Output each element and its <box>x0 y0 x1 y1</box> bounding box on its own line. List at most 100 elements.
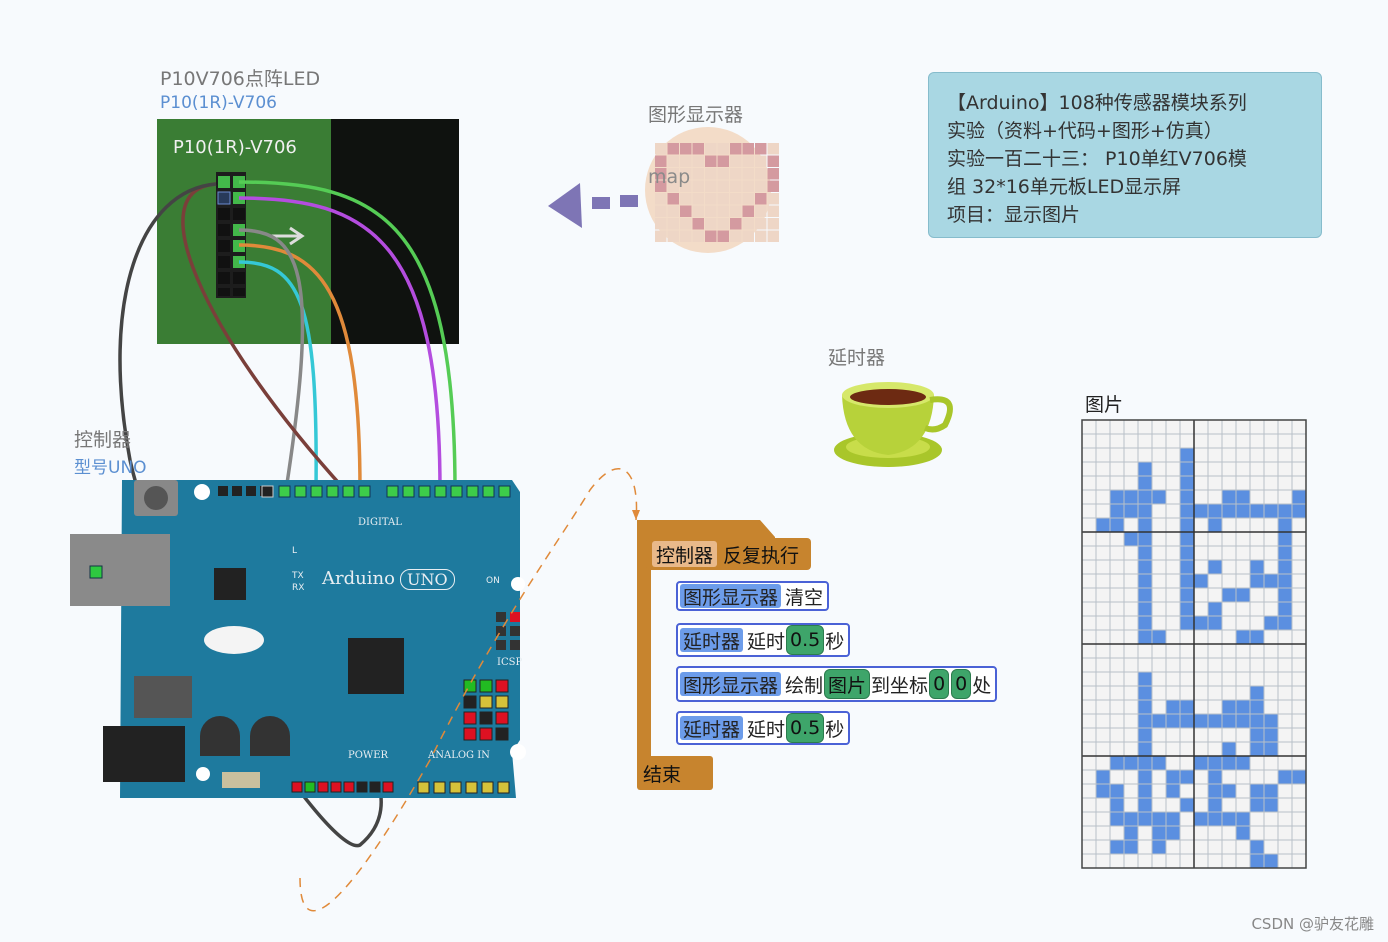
picture-pixel <box>1095 811 1111 827</box>
delay-unit: 秒 <box>825 630 845 653</box>
picture-pixel <box>1277 489 1293 505</box>
picture-pixel <box>1109 797 1125 813</box>
teacup-icon[interactable] <box>834 382 953 467</box>
picture-pixel <box>1123 419 1139 435</box>
picture-pixel <box>1109 811 1125 827</box>
delay-block-1[interactable]: 延时器 延时 0.5 秒 <box>676 623 851 657</box>
picture-pixel <box>1165 433 1181 449</box>
picture-pixel <box>1277 797 1293 813</box>
picture-pixel <box>1263 517 1279 533</box>
picture-pixel <box>1193 419 1209 435</box>
header-pin <box>326 485 339 498</box>
picture-pixel <box>1263 503 1279 519</box>
picture-pixel <box>1221 461 1237 477</box>
picture-pixel <box>1263 797 1279 813</box>
draw-block[interactable]: 图形显示器 绘制 图片 到坐标 0 0 处 <box>676 666 998 702</box>
picture-pixel <box>1095 769 1111 785</box>
picture-pixel <box>1109 769 1125 785</box>
picture-pixel <box>1151 727 1167 743</box>
picture-pixel <box>1263 447 1279 463</box>
picture-pixel <box>1123 811 1139 827</box>
draw-y-input[interactable]: 0 <box>951 669 972 699</box>
arduino-board[interactable] <box>70 480 526 798</box>
picture-pixel <box>1137 755 1153 771</box>
picture-pixel <box>1291 825 1307 841</box>
delay-value-input[interactable]: 0.5 <box>786 625 825 655</box>
picture-pixel <box>1277 615 1293 631</box>
picture-pixel <box>1179 713 1195 729</box>
heart-pixel <box>692 218 704 230</box>
picture-pixel <box>1207 713 1223 729</box>
draw-x-input[interactable]: 0 <box>929 669 950 699</box>
clear-block[interactable]: 图形显示器 清空 <box>676 581 830 611</box>
picture-pixel <box>1137 419 1153 435</box>
picture-pixel <box>1291 573 1307 589</box>
rx-label: RX <box>292 583 305 593</box>
heart-pixel <box>667 205 679 217</box>
picture-pixel <box>1137 433 1153 449</box>
draw-image-input[interactable]: 图片 <box>824 669 871 699</box>
header-pin <box>495 711 509 725</box>
picture-pixel <box>1165 671 1181 687</box>
picture-pixel <box>1249 755 1265 771</box>
picture-pixel <box>1263 825 1279 841</box>
picture-pixel <box>1095 419 1111 435</box>
led-board-label: P10(1R)-V706 <box>173 137 297 158</box>
heart-pixel <box>680 180 692 192</box>
picture-pixel <box>1137 657 1153 673</box>
picture-pixel <box>1151 741 1167 757</box>
heart-map-icon[interactable] <box>645 127 779 253</box>
picture-pixel <box>1165 559 1181 575</box>
picture-pixel <box>1235 587 1251 603</box>
heart-pixel <box>755 205 767 217</box>
picture-pixel <box>1207 573 1223 589</box>
picture-pixel <box>1179 727 1195 743</box>
picture-pixel <box>1235 825 1251 841</box>
picture-pixel <box>1151 783 1167 799</box>
delay-block-2[interactable]: 延时器 延时 0.5 秒 <box>676 711 851 745</box>
picture-pixel <box>1109 419 1125 435</box>
picture-pixel <box>1109 755 1125 771</box>
picture-pixel <box>1193 783 1209 799</box>
picture-pixel <box>1109 671 1125 687</box>
picture-pixel <box>1263 475 1279 491</box>
loop-block[interactable]: 控制器 反复执行 <box>646 538 812 570</box>
picture-pixel <box>1221 573 1237 589</box>
picture-pixel <box>1151 447 1167 463</box>
picture-pixel <box>1291 643 1307 659</box>
picture-pixel <box>1221 503 1237 519</box>
picture-pixel <box>1193 811 1209 827</box>
picture-pixel <box>1151 839 1167 855</box>
picture-pixel <box>1263 573 1279 589</box>
l-label: L <box>292 546 298 556</box>
info-note: 【Arduino】108种传感器模块系列 实验（资料+代码+图形+仿真） 实验一… <box>928 72 1322 238</box>
picture-pixel <box>1249 727 1265 743</box>
picture-pixel <box>1165 531 1181 547</box>
picture-pixel <box>1095 433 1111 449</box>
picture-pixel <box>1165 727 1181 743</box>
header-pin <box>232 486 242 496</box>
header-pin <box>495 695 509 709</box>
picture-pixel <box>1081 853 1097 869</box>
heart-pixel <box>692 168 704 180</box>
picture-pixel <box>1151 615 1167 631</box>
picture-pixel <box>1277 783 1293 799</box>
picture-pixel <box>1137 671 1153 687</box>
picture-pixel <box>1081 643 1097 659</box>
header-pin <box>482 485 495 498</box>
picture-pixel <box>1179 657 1195 673</box>
picture-pixel <box>1137 545 1153 561</box>
picture-pixel <box>1123 699 1139 715</box>
picture-pixel <box>1123 713 1139 729</box>
picture-pixel <box>1179 629 1195 645</box>
end-block[interactable]: 结束 <box>637 756 713 790</box>
picture-pixel <box>1151 419 1167 435</box>
delay-value-input[interactable]: 0.5 <box>786 713 825 743</box>
heart-pixel <box>717 218 729 230</box>
picture-pixel <box>1109 699 1125 715</box>
picture-pixel <box>1291 839 1307 855</box>
heart-pixel <box>742 155 754 167</box>
picture-grid[interactable] <box>1081 419 1307 869</box>
picture-pixel <box>1165 545 1181 561</box>
picture-pixel <box>1291 545 1307 561</box>
